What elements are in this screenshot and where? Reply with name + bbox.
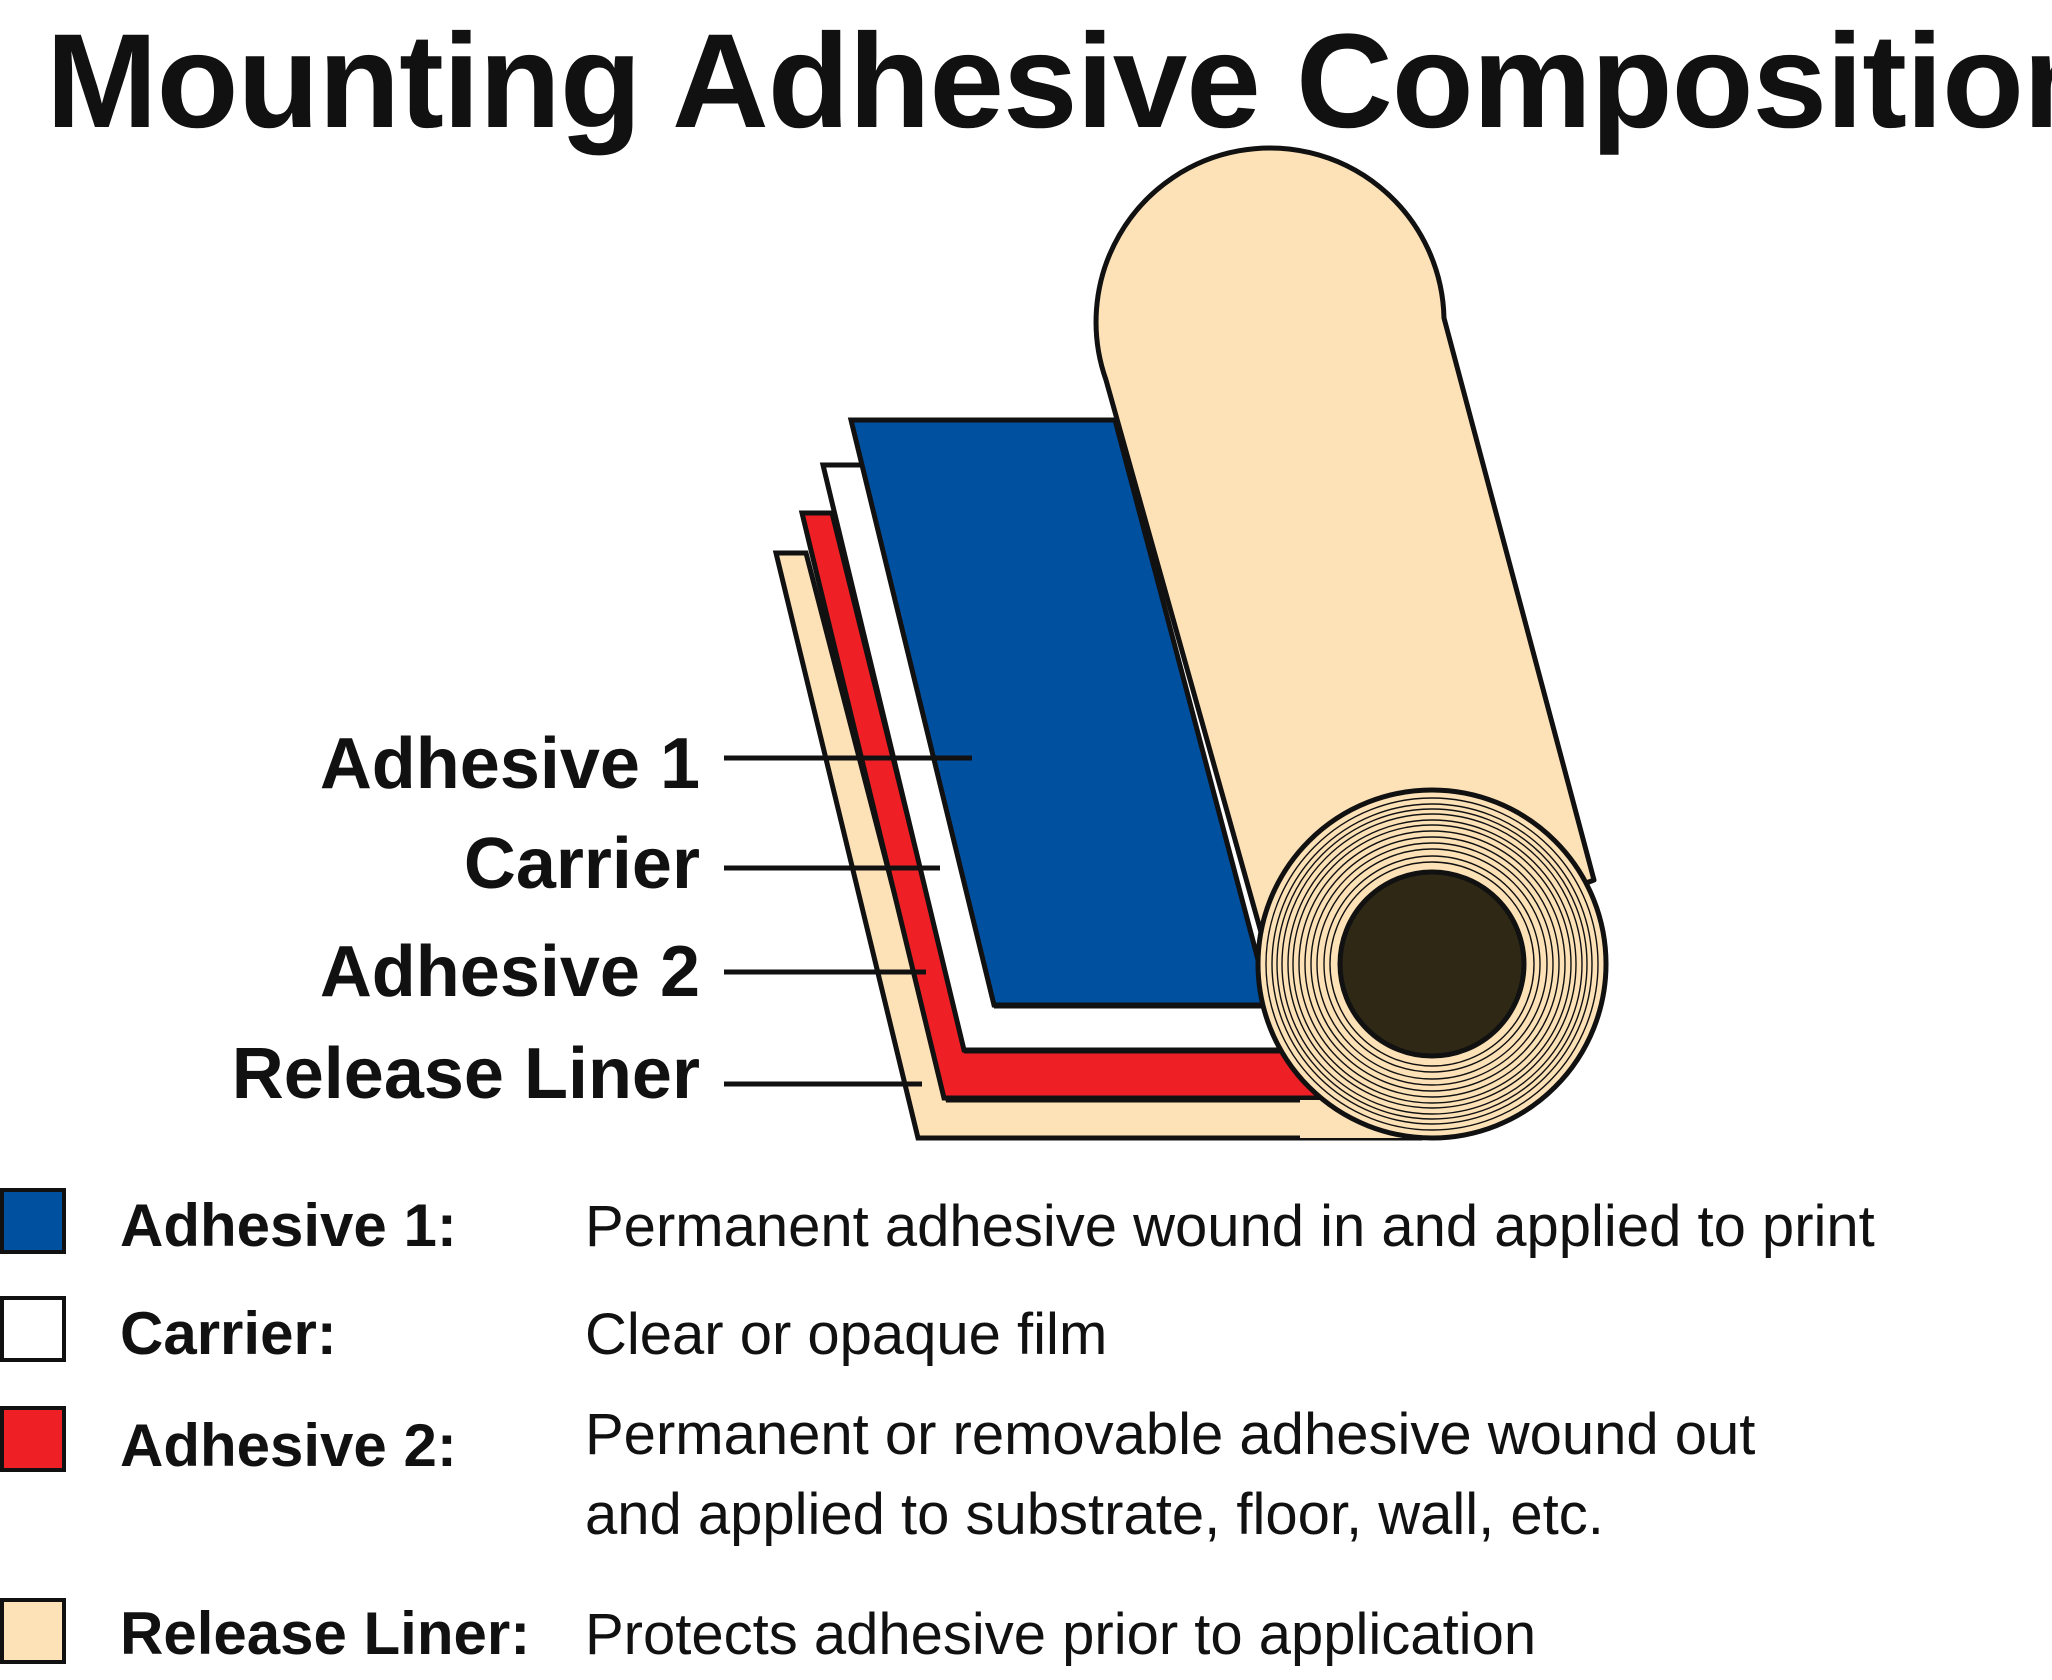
- roll-end: [1255, 787, 1609, 1141]
- legend-description-line-2: and applied to substrate, floor, wall, e…: [585, 1482, 1604, 1547]
- label-release-liner: Release Liner: [232, 1034, 700, 1114]
- legend-term: Adhesive 1:: [120, 1192, 457, 1259]
- legend-description: Clear or opaque film: [585, 1302, 1108, 1367]
- label-carrier: Carrier: [464, 824, 700, 904]
- page-title: Mounting Adhesive Composition: [46, 7, 2052, 156]
- label-adhesive-1: Adhesive 1: [320, 724, 700, 804]
- legend-description: Protects adhesive prior to application: [585, 1602, 1537, 1667]
- swatch-release-liner: [0, 1598, 66, 1664]
- adhesive-roll-diagram: Adhesive 1 Carrier Adhesive 2 Release Li…: [232, 145, 1609, 1141]
- legend-term: Release Liner:: [120, 1600, 531, 1667]
- swatch-adhesive-2: [0, 1406, 66, 1472]
- legend-description: Permanent adhesive wound in and applied …: [585, 1194, 1875, 1259]
- label-adhesive-2: Adhesive 2: [320, 932, 700, 1012]
- legend-term: Carrier:: [120, 1300, 337, 1367]
- swatch-adhesive-1: [0, 1188, 66, 1254]
- roll-body: [1093, 145, 1597, 1003]
- swatch-carrier: [0, 1296, 66, 1362]
- legend-term: Adhesive 2:: [120, 1412, 457, 1479]
- legend-description: Permanent or removable adhesive wound ou…: [585, 1402, 1756, 1467]
- roll-core: [1337, 869, 1527, 1059]
